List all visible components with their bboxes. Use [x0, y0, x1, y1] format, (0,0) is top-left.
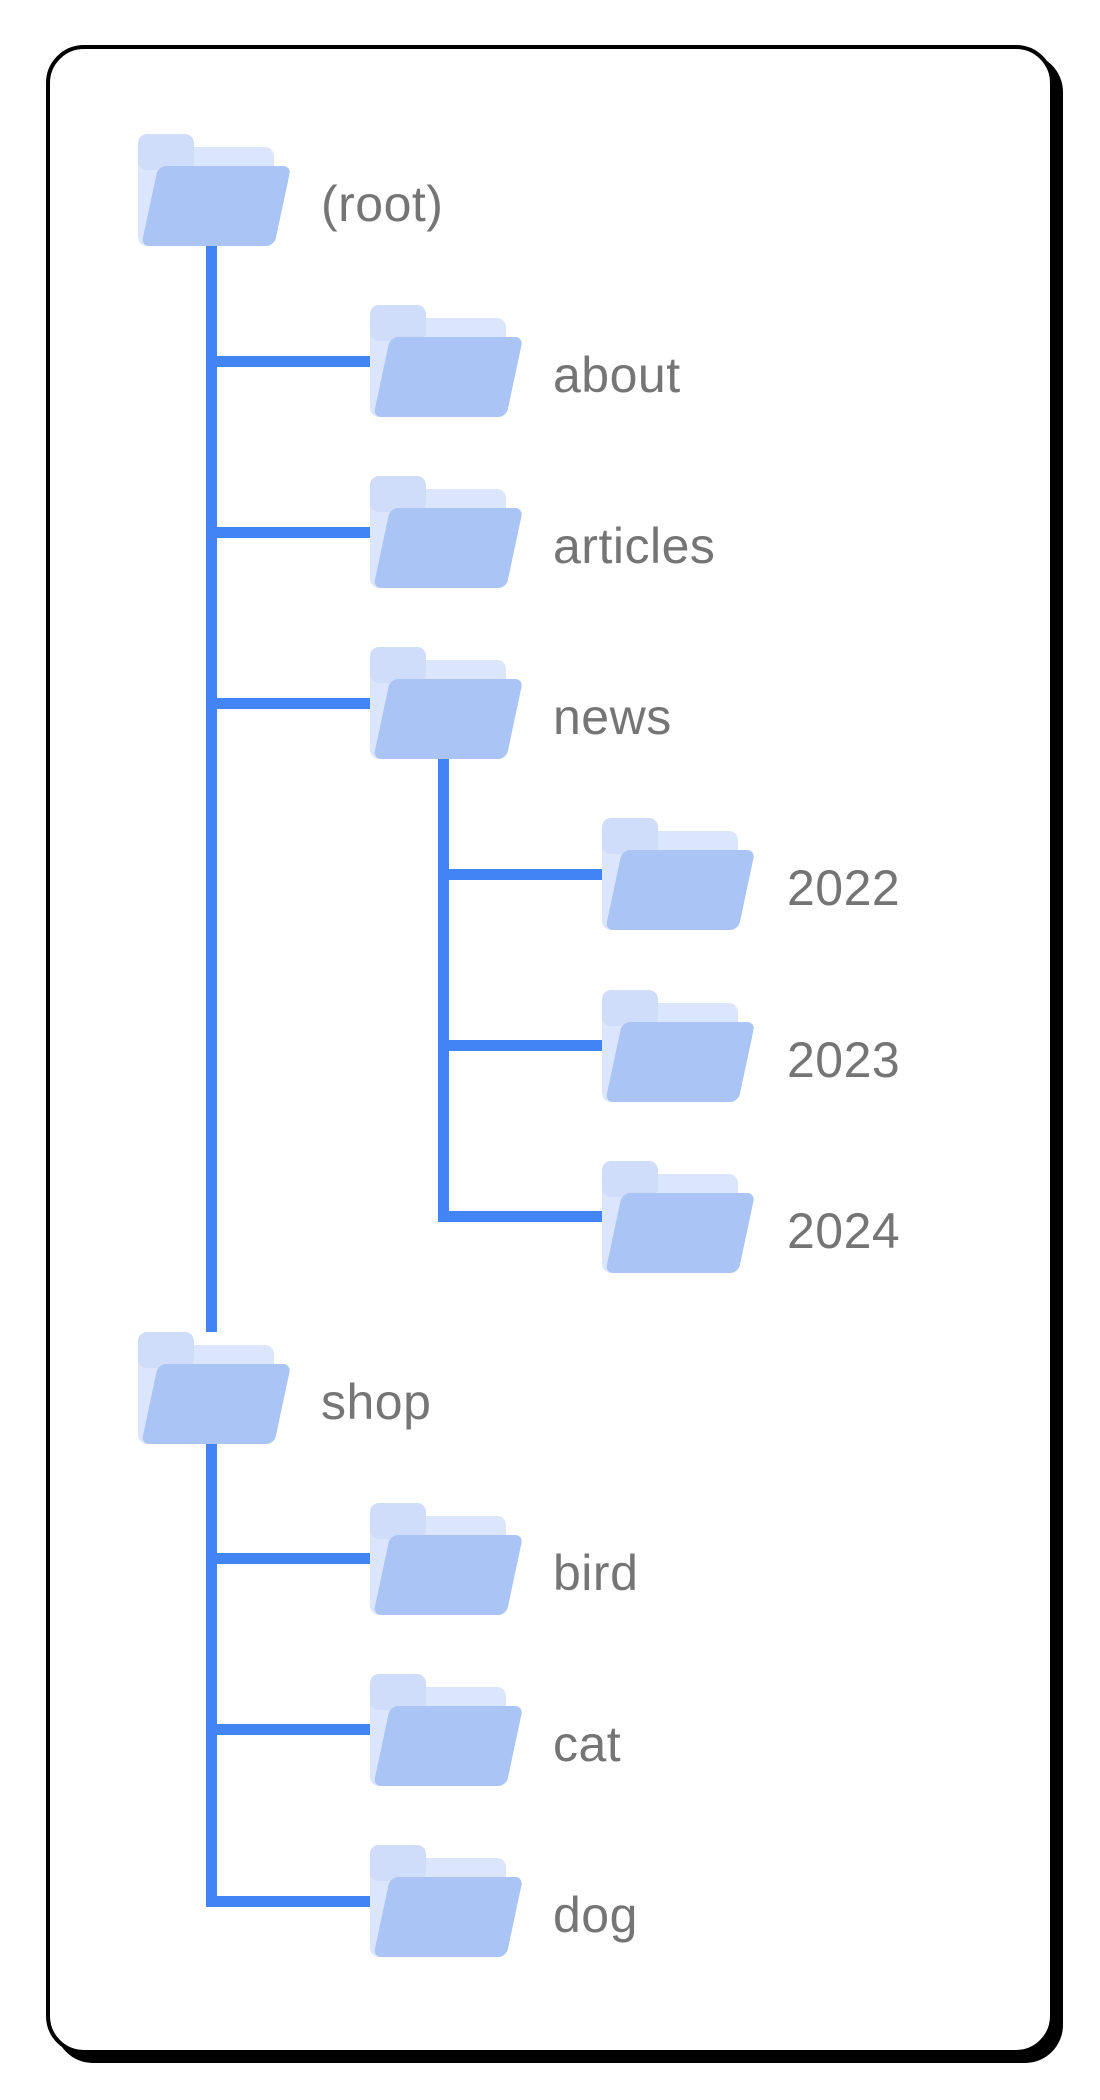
folder-tab: [370, 647, 426, 684]
folder-icon-y2024: [602, 1160, 754, 1273]
tree-connector-branch-news: [205, 697, 385, 709]
folder-icon-dog: [370, 1845, 522, 1957]
tree-connector-branch-bird: [205, 1553, 385, 1565]
folder-tab: [602, 1160, 658, 1197]
folder-label-articles: articles: [553, 518, 716, 575]
folder-tab: [138, 1331, 194, 1368]
folder-front-panel: [142, 166, 290, 246]
folder-front-panel: [374, 679, 522, 760]
folder-front-panel: [374, 508, 522, 589]
folder-front-panel: [374, 1705, 522, 1786]
folder-tab: [370, 1845, 426, 1881]
folder-label-shop: shop: [321, 1373, 432, 1430]
folder-front-panel: [606, 1192, 754, 1273]
tree-connector-trunk-news: [437, 759, 449, 1223]
tree-connector-branch-y2022: [437, 868, 617, 880]
tree-connector-branch-y2023: [437, 1040, 617, 1051]
folder-front-panel: [374, 1534, 522, 1615]
folder-label-bird: bird: [553, 1544, 639, 1601]
folder-tab: [370, 1673, 426, 1710]
folder-label-y2024: 2024: [787, 1202, 901, 1259]
folder-front-panel: [142, 1363, 290, 1444]
tree-connector-branch-about: [205, 355, 385, 367]
tree-connector-branch-articles: [205, 526, 385, 538]
tree-connector-trunk-root: [205, 246, 217, 1332]
folder-label-news: news: [553, 689, 672, 746]
folder-icon-news: [370, 647, 522, 760]
folder-icon-articles: [370, 476, 522, 589]
folder-label-about: about: [553, 347, 681, 404]
folder-icon-about: [370, 305, 522, 418]
folder-label-root: (root): [321, 176, 444, 232]
folder-icon-root: [138, 134, 290, 246]
tree-connector-branch-y2024: [437, 1211, 617, 1223]
folder-tab: [370, 305, 426, 342]
folder-icon-cat: [370, 1673, 522, 1786]
folder-icon-y2023: [602, 989, 754, 1102]
tree-connector-branch-dog: [205, 1895, 385, 1907]
folder-icon-bird: [370, 1502, 522, 1615]
tree-connector-branch-cat: [205, 1724, 385, 1736]
folder-front-panel: [374, 337, 522, 418]
folder-tab: [602, 989, 658, 1026]
folder-label-dog: dog: [553, 1887, 638, 1943]
folder-tab: [138, 134, 194, 170]
folder-label-cat: cat: [553, 1715, 622, 1772]
folder-tab: [602, 818, 658, 855]
tree-connector-trunk-shop: [205, 1443, 217, 1907]
folder-tab: [370, 476, 426, 513]
folder-front-panel: [606, 1021, 754, 1102]
folder-label-y2022: 2022: [787, 860, 901, 917]
folder-tab: [370, 1502, 426, 1539]
folder-icon-shop: [138, 1331, 290, 1444]
folder-front-panel: [606, 850, 754, 931]
folder-label-y2023: 2023: [787, 1031, 901, 1088]
folder-icon-y2022: [602, 818, 754, 931]
folder-front-panel: [374, 1877, 522, 1957]
